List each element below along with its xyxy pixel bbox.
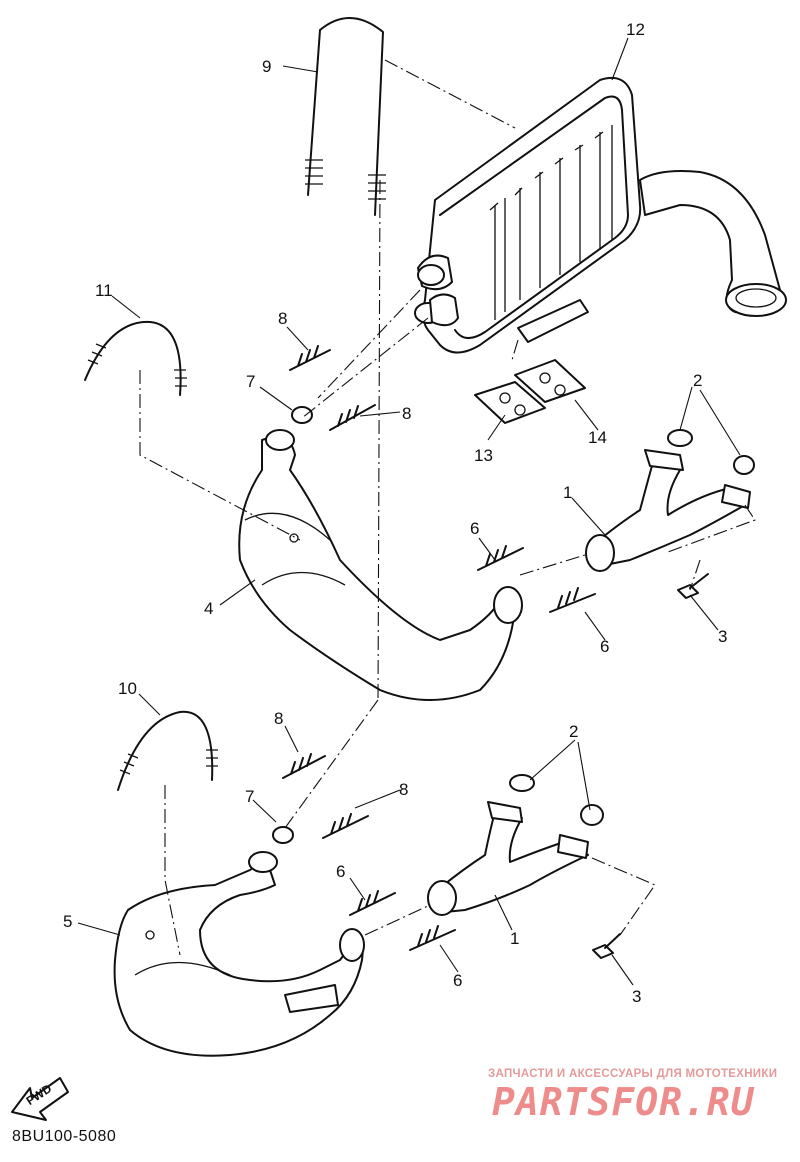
callout-6-a: 6 [470, 519, 479, 538]
exhaust-pipe-5 [113, 851, 365, 1057]
callout-10: 10 [118, 679, 137, 698]
spring-band-9 [305, 17, 386, 216]
exhaust-pipe-4 [238, 429, 523, 701]
callout-5: 5 [63, 912, 72, 931]
callout-8-d: 8 [399, 780, 408, 799]
callout-7-a: 7 [246, 372, 255, 391]
callout-numbers: 12 9 11 8 7 8 2 13 14 1 6 4 6 3 10 8 2 8… [63, 20, 727, 1006]
muffler-part-12 [414, 76, 787, 424]
callout-13: 13 [474, 446, 493, 465]
callout-3-a: 3 [718, 627, 727, 646]
callout-12: 12 [626, 20, 645, 39]
gasket-7 [272, 406, 313, 844]
callout-6-c: 6 [336, 862, 345, 881]
callout-7-b: 7 [245, 787, 254, 806]
exhaust-header-1-lower [427, 801, 589, 916]
diagram-code: 8BU100-5080 [12, 1128, 117, 1145]
callout-6-d: 6 [453, 971, 462, 990]
callout-1-a: 1 [563, 483, 572, 502]
callout-14: 14 [588, 428, 607, 447]
fwd-arrow-icon: FWD [11, 1077, 69, 1121]
callout-2-b: 2 [569, 722, 578, 741]
callout-4: 4 [204, 599, 213, 618]
bolt-3-lower [592, 933, 621, 959]
washers-2-lower [509, 774, 604, 826]
spring-band-11 [84, 320, 187, 396]
callout-2-a: 2 [693, 371, 702, 390]
callout-11: 11 [95, 281, 113, 300]
callout-8-a: 8 [278, 309, 287, 328]
callout-1-b: 1 [510, 929, 519, 948]
callout-8-b: 8 [402, 404, 411, 423]
watermark-brand: PARTSFOR.RU [492, 1080, 755, 1124]
callout-3-b: 3 [632, 987, 641, 1006]
bolt-3-upper [677, 573, 709, 599]
callout-8-c: 8 [274, 709, 283, 728]
callout-6-b: 6 [600, 637, 609, 656]
watermark-tagline: ЗАПЧАСТИ И АКСЕССУАРЫ ДЛЯ МОТОТЕХНИКИ [488, 1068, 778, 1080]
leader-lines [77, 37, 741, 986]
spring-band-10 [117, 710, 218, 791]
assembly-lines [139, 59, 756, 956]
callout-9: 9 [262, 57, 271, 76]
exhaust-header-1-upper [585, 449, 751, 572]
springs-6-8 [282, 345, 596, 951]
